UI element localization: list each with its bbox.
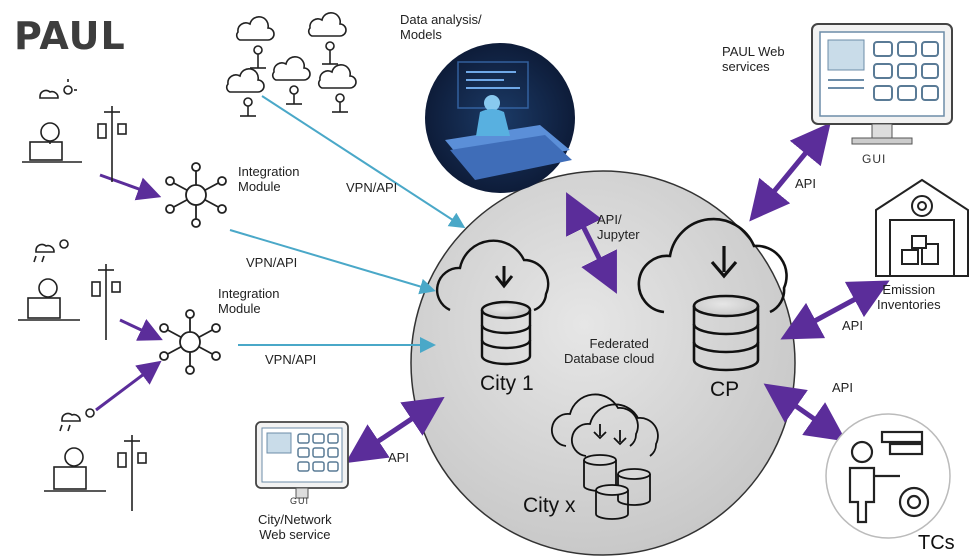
page-title: PAUL [14, 14, 126, 58]
city-network-web-label: City/Network Web service [258, 512, 332, 542]
arrow-api-jupyter [566, 192, 617, 294]
integration-module-1-label: Integration Module [238, 164, 299, 194]
arrow-api-emission [780, 280, 890, 340]
gui-caption-top: GUI [862, 152, 887, 166]
city-web-line2: Web service [259, 527, 331, 542]
weather-station-icon [44, 408, 147, 511]
cp-database-icon [637, 217, 788, 372]
city1-label: City 1 [480, 372, 534, 395]
api-jupyter-line1: API/ [597, 212, 622, 227]
integration-2-line1: Integration [218, 286, 280, 301]
arrow-api-tcs [763, 383, 847, 442]
federated-line1: Federated [589, 336, 649, 351]
warehouse-icon [875, 178, 969, 277]
gui-monitor-small-icon [255, 421, 349, 499]
vpn-link-stations-top [261, 95, 466, 229]
data-analysis-label: Data analysis/ Models [400, 12, 482, 42]
cloud-sensors-icon [225, 11, 357, 117]
integration-2-line2: Module [218, 301, 261, 316]
cp-label: CP [710, 378, 740, 401]
integration-hub-icon [159, 309, 221, 375]
gui-caption-bottom: GUI [290, 496, 310, 506]
federated-database-cloud [410, 170, 796, 556]
weather-station-icon [22, 79, 127, 182]
vpn-api-label-top: VPN/API [346, 180, 398, 195]
weather-station-icon [18, 239, 121, 340]
tcs-process-icon [825, 413, 951, 539]
api-tcs-label: API [832, 380, 853, 395]
integration-hub-icon [165, 162, 227, 228]
api-emission-label: API [842, 318, 863, 333]
arrow-station2-integration [119, 318, 163, 341]
api-gui-label: API [795, 176, 816, 191]
cityx-label: City x [523, 494, 576, 517]
federated-cloud-label: Federated Database cloud [564, 336, 654, 366]
data-analysis-line2: Models [400, 27, 442, 42]
emission-line1: Emission [882, 282, 936, 297]
integration-1-line1: Integration [238, 164, 300, 179]
city1-database-icon [435, 239, 550, 366]
vpn-api-label-mid: VPN/API [246, 255, 298, 270]
arrow-api-gui [749, 122, 831, 222]
city-web-line1: City/Network [258, 512, 332, 527]
integration-module-2-label: Integration Module [218, 286, 279, 316]
arrow-api-city-web [345, 396, 445, 464]
data-analysis-line1: Data analysis/ [400, 12, 482, 27]
api-jupyter-line2: Jupyter [597, 227, 640, 242]
arrow-station3-integration [95, 360, 162, 412]
vpn-link-integration-1 [229, 229, 436, 295]
tcs-label: TCs [918, 532, 955, 554]
cityx-databases-icon [551, 393, 659, 520]
emission-line2: Inventories [877, 297, 941, 312]
arrow-station1-integration [99, 173, 162, 201]
integration-1-line2: Module [238, 179, 281, 194]
gui-monitor-icon [811, 23, 953, 145]
paul-web-label: PAUL Web services [722, 44, 785, 74]
paul-web-line2: services [722, 59, 770, 74]
api-city-web-label: API [388, 450, 409, 465]
vpn-api-label-low: VPN/API [265, 352, 317, 367]
paul-web-line1: PAUL Web [722, 44, 785, 59]
data-analysis-illustration [425, 43, 575, 193]
emission-inventories-label: Emission Inventories [877, 282, 941, 312]
api-jupyter-label: API/ Jupyter [597, 212, 640, 242]
federated-line2: Database cloud [564, 351, 655, 366]
